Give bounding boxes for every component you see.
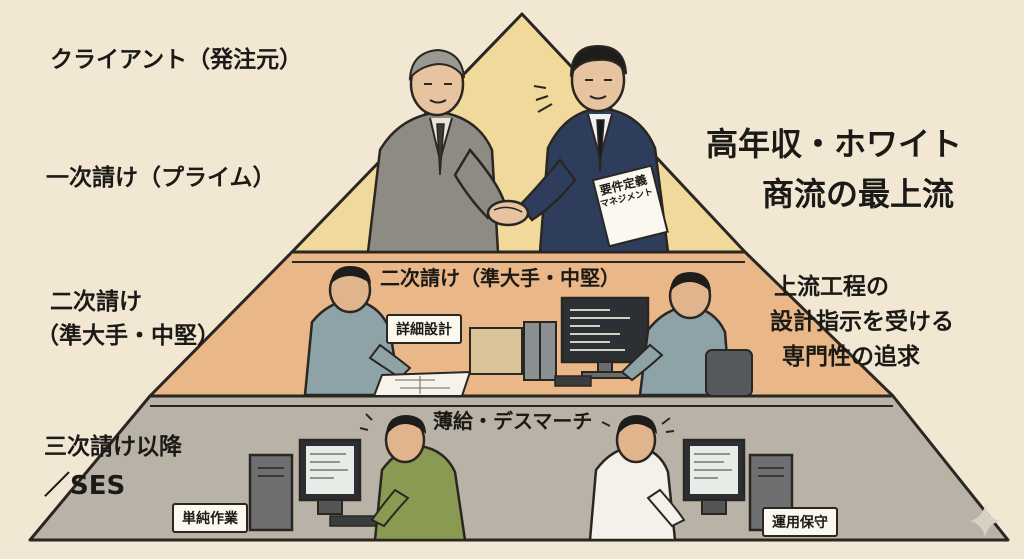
label-prime: 一次請け（プライム） <box>46 165 276 191</box>
label-second-line1: 二次請け <box>50 289 142 315</box>
overworked-worker-right <box>588 415 686 542</box>
label-mid-right-line2: 設計指示を受ける <box>770 309 954 335</box>
sparkle-icon <box>970 505 1000 537</box>
designer-worker-figure <box>303 266 472 397</box>
prime-businessman-figure <box>518 44 670 254</box>
label-mid-right-line1: 上流工程の <box>774 274 889 300</box>
handshake-hands <box>486 199 530 227</box>
tier-title-bottom: 薄給・デスマーチ <box>433 409 593 433</box>
label-third-line1: 三次請け以降 <box>44 434 182 460</box>
label-mid-right-line3: 専門性の追求 <box>782 344 920 370</box>
left-pc-tower <box>248 438 391 532</box>
detailed-design-sign: 詳細設計 <box>386 314 462 344</box>
overworked-worker-left <box>359 413 467 542</box>
label-third-line2: ／SES <box>44 471 126 501</box>
label-client: クライアント（発注元） <box>50 47 303 73</box>
client-businessman-figure <box>366 48 507 254</box>
tier-title-middle: 二次請け（準大手・中堅） <box>380 266 620 290</box>
label-top-right-line1: 高年収・ホワイト <box>706 125 963 163</box>
maintenance-sign: 運用保守 <box>762 507 838 537</box>
coder-worker-figure <box>620 272 753 397</box>
simple-work-sign: 単純作業 <box>172 503 248 533</box>
coder-monitor <box>554 296 650 387</box>
label-top-right-line2: 商流の最上流 <box>762 175 955 213</box>
label-second-line2: （準大手・中堅） <box>36 323 220 349</box>
design-monitor <box>469 321 557 381</box>
